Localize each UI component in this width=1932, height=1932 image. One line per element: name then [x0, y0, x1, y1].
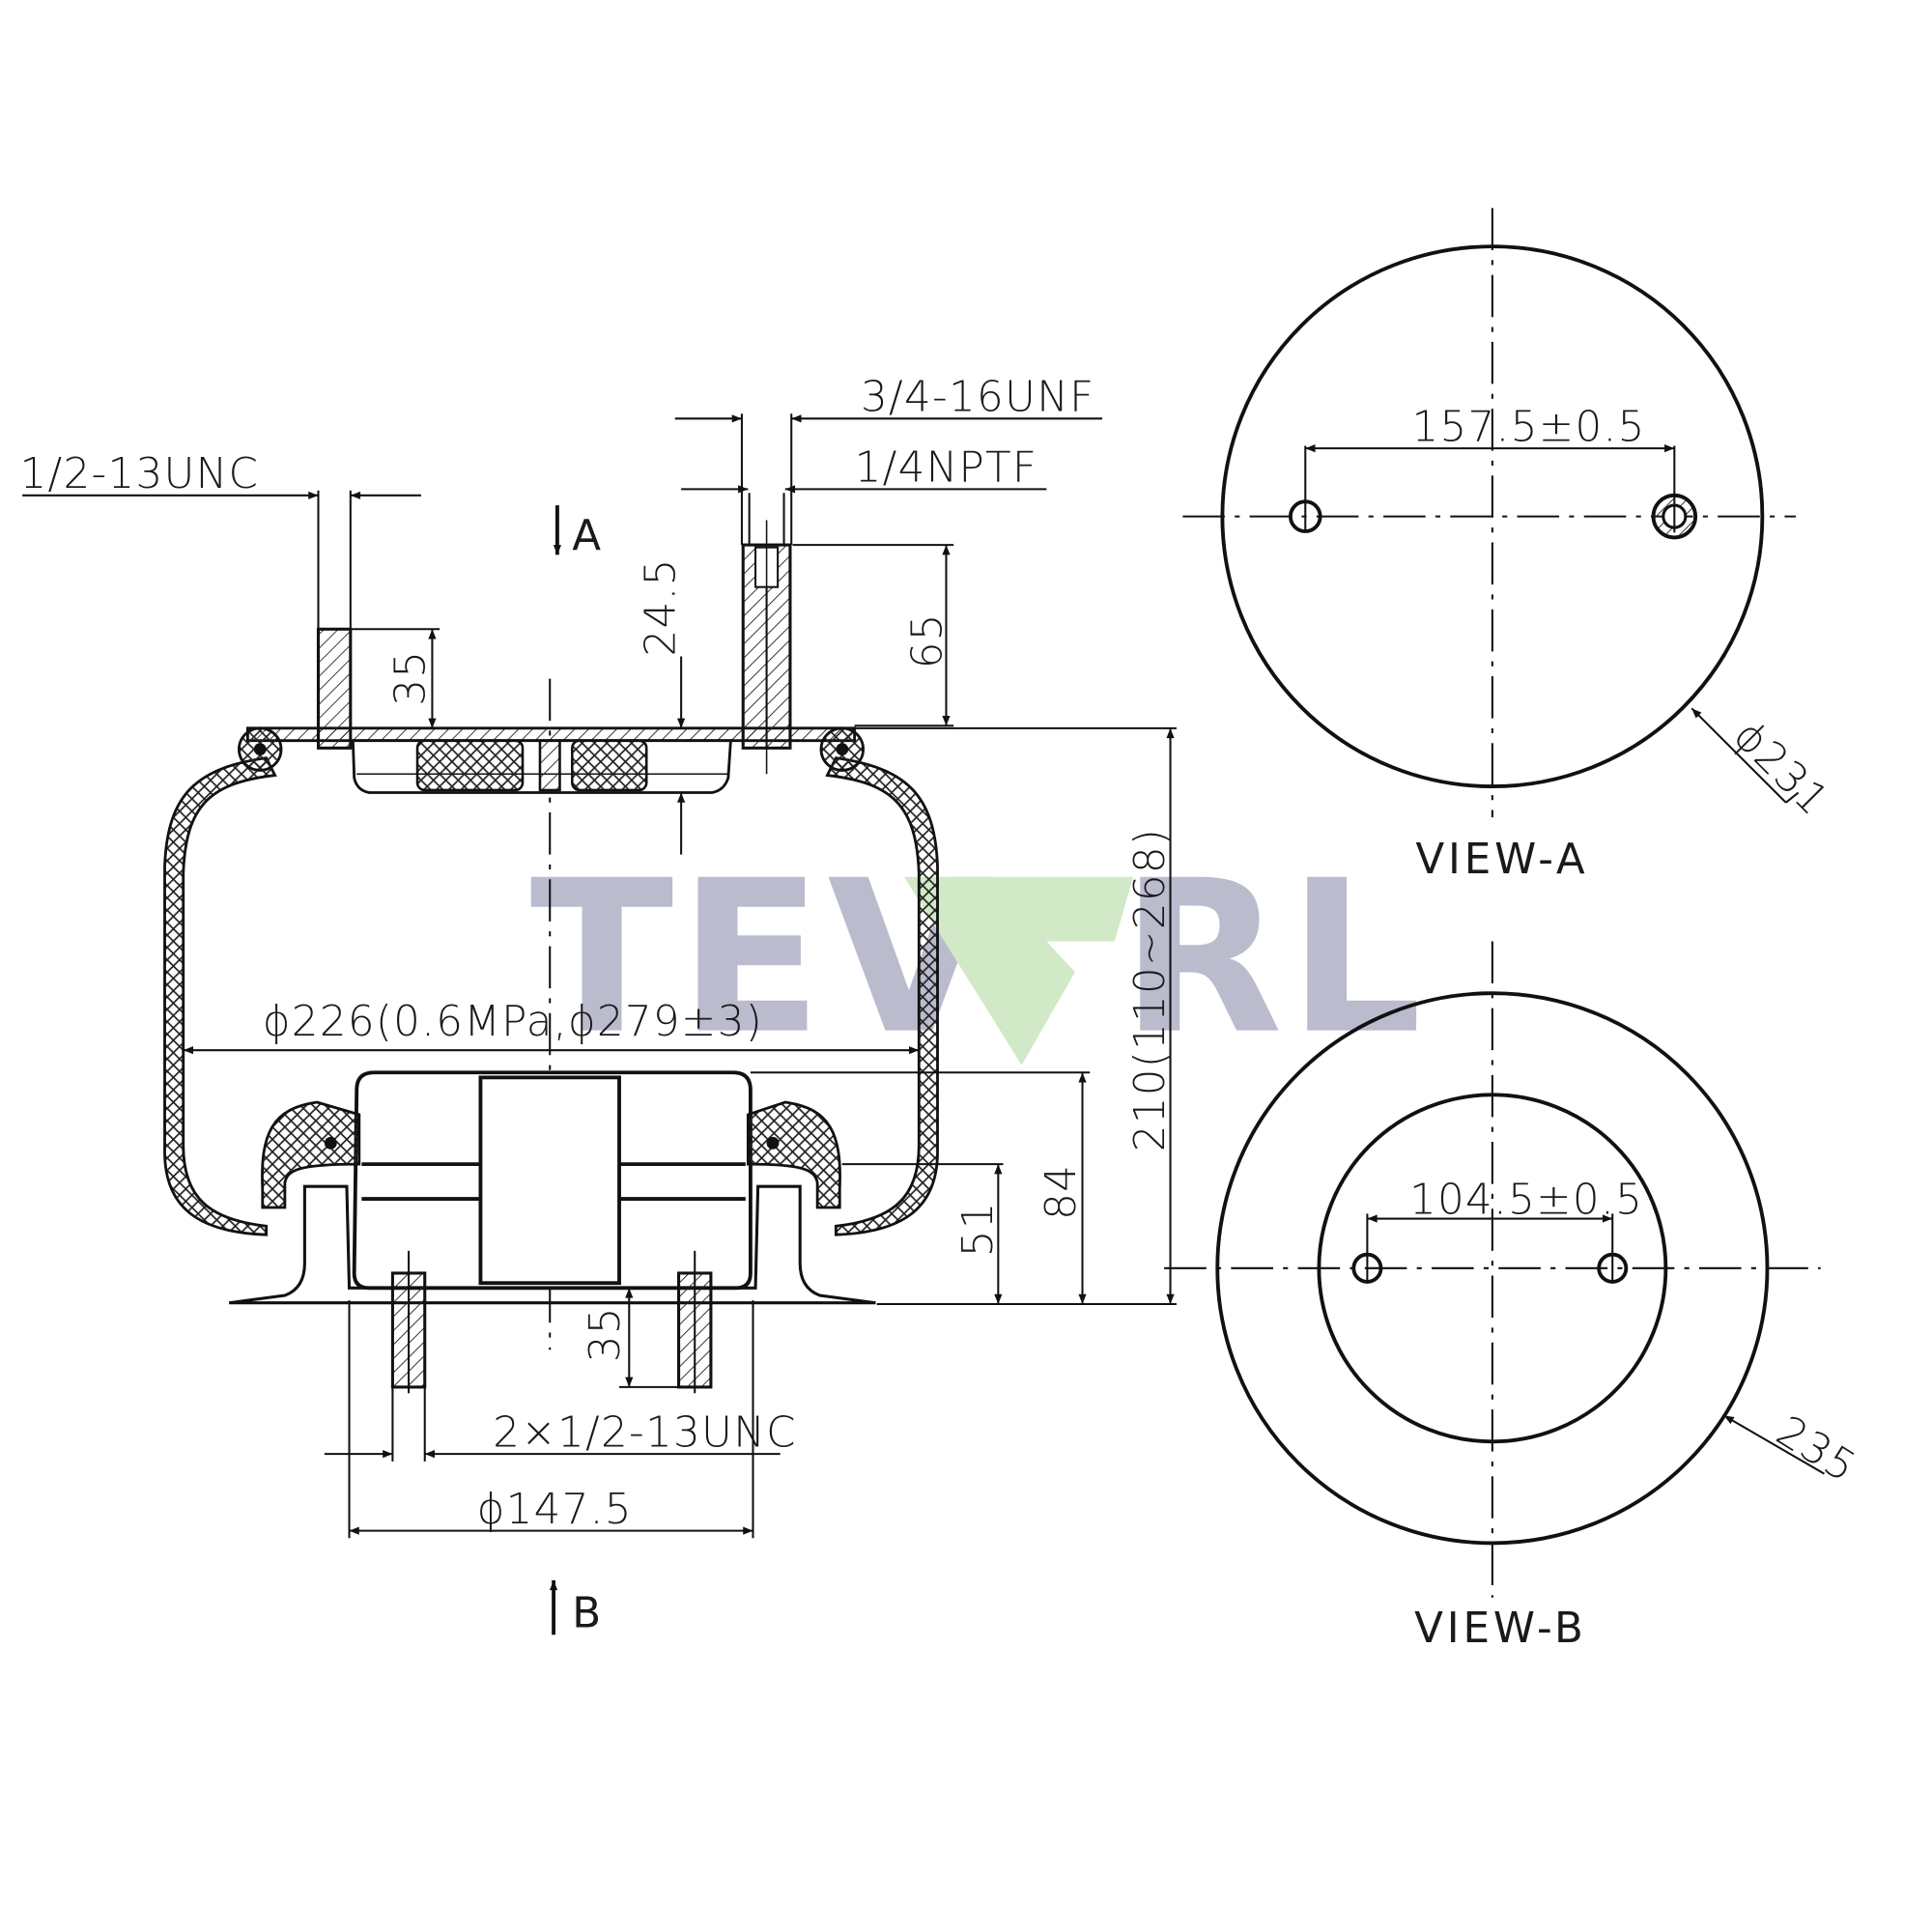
- view-a-hole-spacing: 157.5±0.5: [1412, 403, 1646, 451]
- dim-bumper: 24.5: [638, 557, 686, 656]
- bellows-wall: [163, 756, 277, 1236]
- dim-fitting-height: 65: [903, 612, 952, 668]
- view-a-diameter: ϕ231: [1724, 712, 1838, 826]
- bellows-wall-right: [825, 756, 939, 1236]
- bead-wire-left: [253, 743, 267, 756]
- view-a: 157.5±0.5 ϕ231 VIEW-A: [1182, 208, 1838, 884]
- dim-height: 210(110~268): [1126, 828, 1175, 1151]
- view-b-outline: [1215, 991, 1770, 1546]
- view-a-title: VIEW-A: [1415, 836, 1588, 884]
- dim-diameter: ϕ226(0.6MPa,ϕ279±3): [263, 998, 763, 1046]
- view-b-title: VIEW-B: [1414, 1605, 1587, 1653]
- label-top-left-thread: 1/2-13UNC: [20, 450, 260, 498]
- dim-piston-diameter: ϕ147.5: [477, 1486, 633, 1534]
- label-top-right-thread: 3/4-16UNF: [861, 374, 1094, 422]
- dim-piston-height: 84: [1037, 1164, 1086, 1220]
- bumper-left: [415, 739, 525, 792]
- view-b-hole-spacing: 104.5±0.5: [1409, 1176, 1643, 1224]
- view-b-diameter: 235: [1768, 1407, 1864, 1493]
- label-bottom-thread: 2×1/2-13UNC: [493, 1408, 797, 1457]
- main-section-view: 1/2-13UNC 35 A 24.5 3/4-16UNF 1/4NPTF 65: [20, 374, 1177, 1638]
- top-stud: [316, 627, 353, 750]
- dim-stud-bottom: 35: [582, 1306, 630, 1362]
- view-b-arrow-label: B: [572, 1590, 605, 1638]
- lower-bead-left: [261, 1100, 361, 1209]
- bumper-right: [571, 739, 648, 792]
- bumper-bolt: [538, 739, 561, 792]
- base-flange: [228, 1184, 876, 1305]
- view-b-inner-circle: [1317, 1093, 1668, 1444]
- label-air-fitting: 1/4NPTF: [855, 444, 1038, 493]
- watermark-logo-mark: [903, 876, 1134, 1065]
- view-a-arrow-label: A: [572, 512, 605, 560]
- dim-flange-height: 51: [954, 1201, 1003, 1257]
- bead-wire-right: [836, 743, 849, 756]
- view-a-outline: [1220, 244, 1765, 789]
- dim-stud-top: 35: [387, 650, 436, 706]
- piston-core: [478, 1075, 621, 1286]
- lower-bead-right: [746, 1100, 841, 1209]
